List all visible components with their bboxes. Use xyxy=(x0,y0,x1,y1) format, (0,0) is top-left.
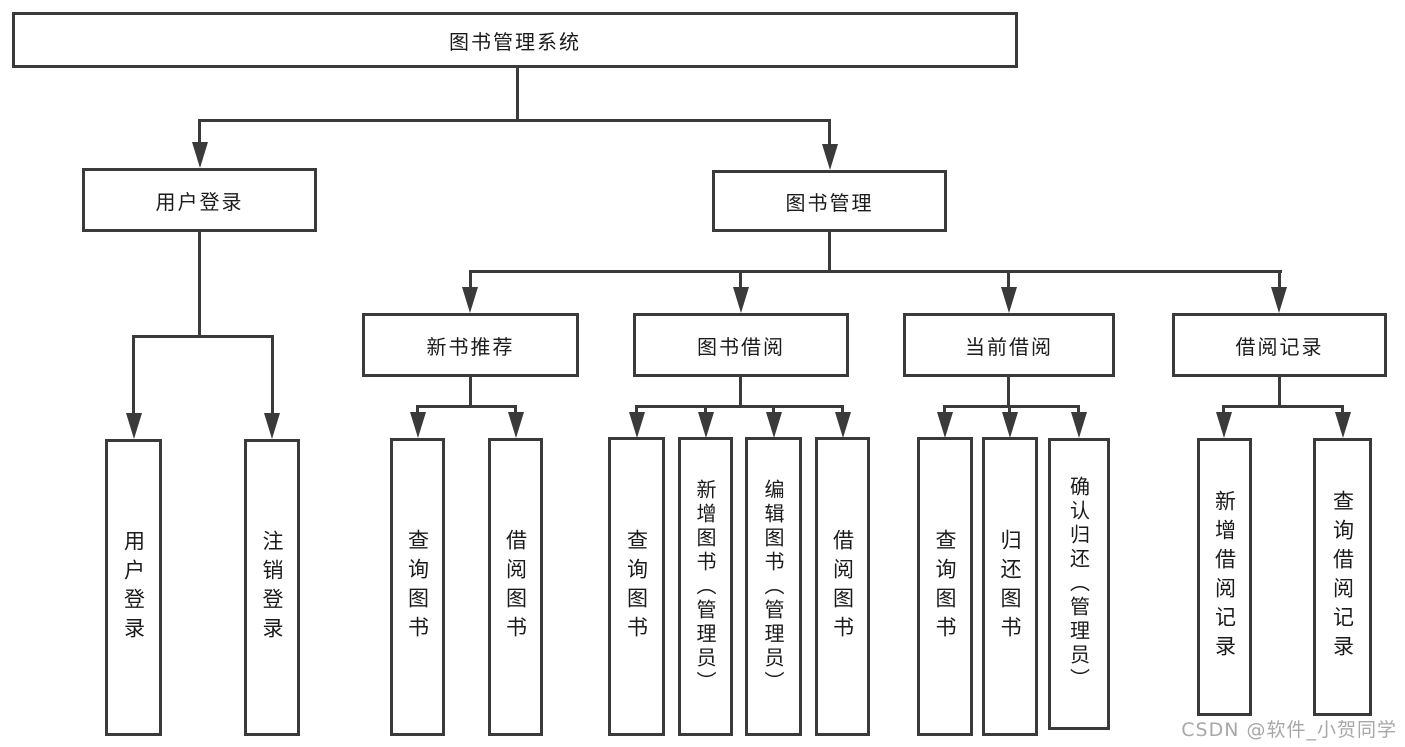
node-label: 归还图书 xyxy=(998,528,1022,645)
connector-line xyxy=(1341,405,1344,414)
node-label: 编辑图书（管理员） xyxy=(761,478,785,695)
connector-line xyxy=(1278,377,1281,407)
connector-line xyxy=(516,68,519,121)
arrow-down-icon xyxy=(766,412,782,438)
connector-line xyxy=(635,405,844,408)
arrow-down-icon xyxy=(1216,412,1232,438)
connector-line xyxy=(739,377,742,407)
connector-line xyxy=(739,270,742,290)
node-label: 图书管理 xyxy=(785,190,874,215)
node-label: 图书借阅 xyxy=(697,334,785,359)
node-leaf-add-book-admin: 新增图书（管理员） xyxy=(678,437,733,736)
node-label: 借阅图书 xyxy=(503,529,528,645)
arrow-down-icon xyxy=(462,287,478,313)
node-label: 用户登录 xyxy=(155,189,244,214)
arrow-down-icon xyxy=(835,412,851,438)
node-leaf-confirm-return-admin: 确认归还（管理员） xyxy=(1048,438,1110,730)
node-leaf-edit-book-admin: 编辑图书（管理员） xyxy=(745,437,802,736)
node-label: 查询图书 xyxy=(933,528,957,645)
watermark: CSDN @软件_小贺同学 xyxy=(1181,719,1397,741)
connector-line xyxy=(416,405,517,408)
arrow-down-icon xyxy=(629,412,645,438)
node-leaf-borrow-book-1: 借阅图书 xyxy=(488,438,543,736)
node-leaf-query-book-3: 查询图书 xyxy=(917,437,973,736)
connector-line xyxy=(1007,270,1010,290)
arrow-down-icon xyxy=(1335,412,1351,438)
connector-line xyxy=(1077,405,1080,414)
connector-line xyxy=(198,119,201,144)
node-label: 新增借阅记录 xyxy=(1212,490,1237,664)
arrow-down-icon xyxy=(1002,412,1018,438)
connector-line xyxy=(772,405,775,414)
connector-line xyxy=(704,405,707,414)
node-new-book-recommend: 新书推荐 xyxy=(362,313,579,377)
connector-line xyxy=(132,335,274,338)
node-label: 查询图书 xyxy=(405,529,430,645)
node-label: 借阅记录 xyxy=(1235,334,1324,359)
arrow-down-icon xyxy=(508,412,524,438)
arrow-down-icon xyxy=(698,412,714,438)
connector-line xyxy=(828,119,831,146)
connector-line xyxy=(841,405,844,414)
connector-line xyxy=(635,405,638,414)
node-label: 查询图书 xyxy=(624,528,649,645)
node-label: 当前借阅 xyxy=(965,334,1053,359)
connector-line xyxy=(198,232,201,337)
connector-line xyxy=(943,405,946,414)
arrow-down-icon xyxy=(192,142,208,168)
node-book-management: 图书管理 xyxy=(712,170,947,232)
node-label: 新增图书（管理员） xyxy=(693,478,717,695)
node-label: 用户登录 xyxy=(121,529,146,646)
connector-line xyxy=(1222,405,1344,408)
node-borrow-record: 借阅记录 xyxy=(1172,313,1387,377)
connector-line xyxy=(469,270,1282,273)
connector-line xyxy=(828,232,831,272)
connector-line xyxy=(198,119,831,122)
connector-line xyxy=(1278,270,1281,290)
node-label: 新书推荐 xyxy=(426,334,515,359)
node-library-system: 图书管理系统 xyxy=(12,12,1018,68)
node-leaf-add-borrow-record: 新增借阅记录 xyxy=(1197,438,1252,716)
node-leaf-logout: 注销登录 xyxy=(244,439,300,736)
node-label: 图书管理系统 xyxy=(449,29,581,54)
arrow-down-icon xyxy=(126,413,142,439)
node-leaf-user-login: 用户登录 xyxy=(105,439,162,736)
node-leaf-query-book-2: 查询图书 xyxy=(608,437,665,736)
arrow-down-icon xyxy=(822,144,838,170)
node-leaf-borrow-book-2: 借阅图书 xyxy=(815,437,870,736)
node-leaf-query-book-1: 查询图书 xyxy=(390,438,445,736)
connector-line xyxy=(943,405,1080,408)
connector-line xyxy=(469,270,472,290)
arrow-down-icon xyxy=(937,412,953,438)
node-leaf-query-borrow-record: 查询借阅记录 xyxy=(1313,438,1372,716)
connector-line xyxy=(416,405,419,414)
connector-line xyxy=(1007,377,1010,407)
node-user-login: 用户登录 xyxy=(82,168,317,232)
arrow-down-icon xyxy=(1001,287,1017,313)
node-label: 确认归还（管理员） xyxy=(1066,476,1091,692)
connector-line xyxy=(271,335,274,414)
arrow-down-icon xyxy=(410,412,426,438)
node-book-borrow: 图书借阅 xyxy=(633,313,849,377)
connector-line xyxy=(1222,405,1225,414)
connector-line xyxy=(1008,405,1011,414)
arrow-down-icon xyxy=(1271,287,1287,313)
connector-line xyxy=(469,377,472,407)
connector-line xyxy=(514,405,517,414)
node-label: 查询借阅记录 xyxy=(1330,490,1355,664)
arrow-down-icon xyxy=(264,413,280,439)
arrow-down-icon xyxy=(1071,412,1087,438)
node-leaf-return-book: 归还图书 xyxy=(982,437,1038,736)
arrow-down-icon xyxy=(733,287,749,313)
node-label: 注销登录 xyxy=(260,529,284,646)
connector-line xyxy=(132,335,135,414)
node-current-borrow: 当前借阅 xyxy=(903,313,1115,377)
node-label: 借阅图书 xyxy=(830,528,855,645)
